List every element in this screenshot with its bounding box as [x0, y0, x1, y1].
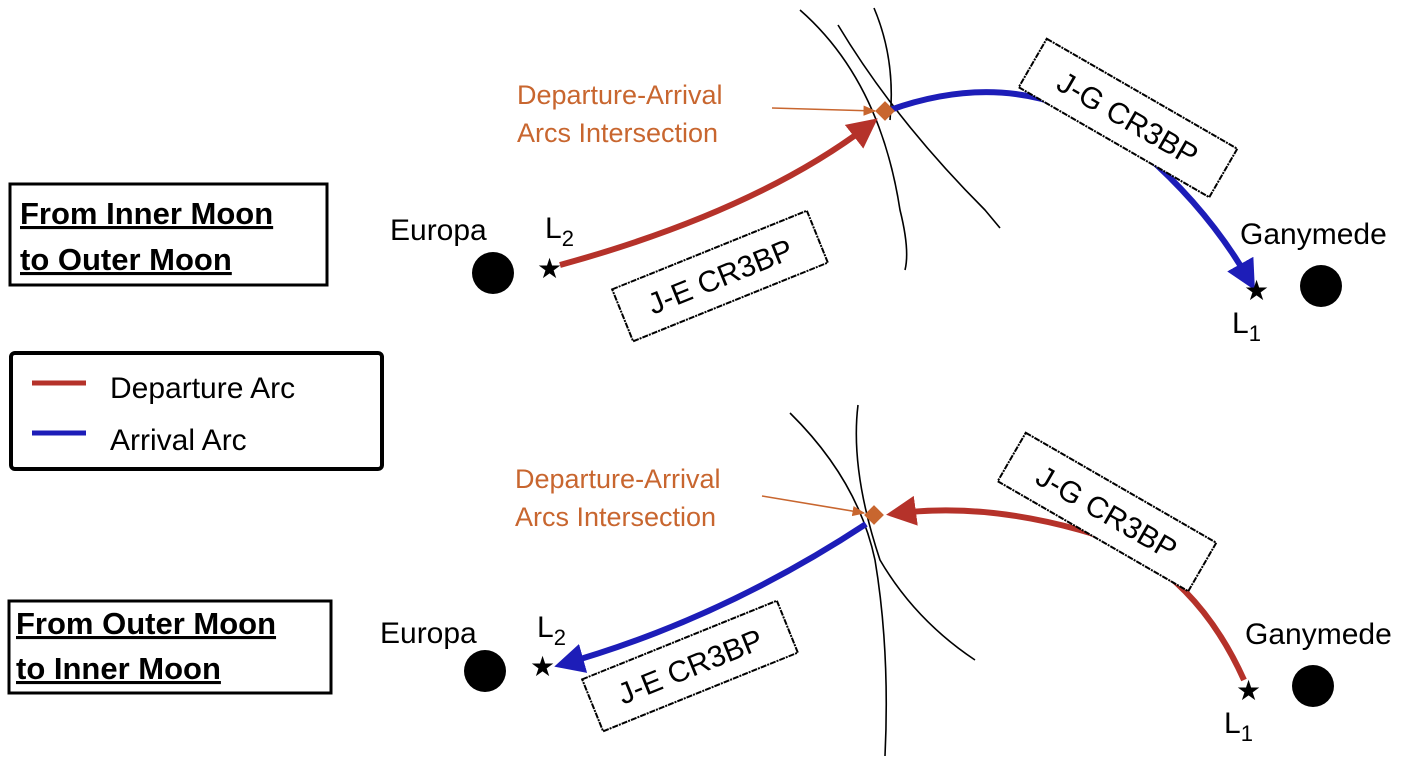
top-intersection-label-line2: Arcs Intersection	[517, 118, 718, 148]
bottom-departure-arc	[886, 495, 1247, 682]
top-title-box	[8, 182, 329, 287]
bottom-l1-label: L1	[1224, 707, 1253, 746]
bottom-boundary-curve-b	[855, 404, 976, 661]
bottom-boundary-curve-a	[789, 412, 888, 757]
bottom-l2-label: L2	[537, 611, 566, 650]
top-ganymede-body	[1300, 265, 1342, 307]
top-ganymede-label: Ganymede	[1240, 218, 1387, 251]
top-boundary-curve-a	[799, 9, 908, 271]
bottom-l1-star: ★	[1236, 675, 1261, 706]
top-l2-label: L2	[545, 212, 574, 251]
legend-box	[9, 351, 384, 471]
bottom-intersection-label-line1: Departure-Arrival	[515, 464, 721, 494]
top-intersection-pointer	[771, 105, 877, 116]
bottom-europa-label: Europa	[380, 617, 477, 650]
bottom-title-line1: From Outer Moon	[16, 606, 276, 641]
legend-departure-label: Departure Arc	[110, 372, 295, 405]
top-title-line1: From Inner Moon	[20, 196, 273, 231]
top-departure-arc	[559, 118, 878, 268]
legend-arrival-label: Arrival Arc	[110, 424, 247, 457]
bottom-ganymede-label: Ganymede	[1245, 618, 1392, 651]
top-l1-label: L1	[1232, 307, 1261, 346]
bottom-l2-star: ★	[530, 651, 555, 682]
bottom-arrival-arc	[554, 521, 868, 673]
top-intersection-label-line1: Departure-Arrival	[517, 80, 723, 110]
top-europa-label: Europa	[390, 214, 487, 247]
top-panel: From Inner Moon to Outer Moon Departure-…	[8, 7, 1387, 346]
top-title-line2: to Outer Moon	[20, 242, 232, 277]
legend: Departure Arc Arrival Arc	[9, 351, 384, 471]
bottom-title-box	[7, 599, 333, 695]
top-l2-star: ★	[537, 253, 562, 284]
bottom-intersection-pointer	[761, 495, 866, 517]
bottom-intersection-marker	[864, 505, 884, 525]
top-jg-tag: J-G CR3BP	[1017, 37, 1239, 199]
top-l1-star: ★	[1244, 275, 1269, 306]
bottom-panel: From Outer Moon to Inner Moon Departure-…	[7, 404, 1392, 757]
top-je-tag: J-E CR3BP	[610, 209, 830, 343]
top-europa-body	[472, 252, 514, 294]
bottom-europa-body	[464, 650, 506, 692]
bottom-jg-tag: J-G CR3BP	[996, 431, 1218, 593]
bottom-intersection-label-line2: Arcs Intersection	[515, 502, 716, 532]
top-boundary-curve-c	[873, 7, 893, 121]
bottom-ganymede-body	[1292, 665, 1334, 707]
bottom-title-line2: to Inner Moon	[16, 651, 221, 686]
top-boundary-curve-b	[837, 24, 1001, 229]
